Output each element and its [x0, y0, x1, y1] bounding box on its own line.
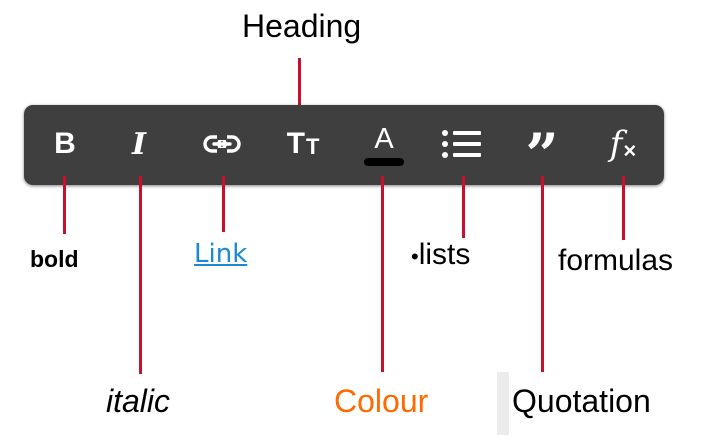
- colour-button[interactable]: A: [354, 119, 414, 169]
- lists-bullet: •: [411, 244, 419, 269]
- quotation-button[interactable]: ”: [512, 119, 572, 184]
- formatting-toolbar: B I T T A ”: [24, 105, 664, 185]
- link-callout-line: [222, 176, 225, 232]
- background-shade: [497, 372, 509, 435]
- quotation-callout-line: [541, 176, 544, 372]
- bold-label: bold: [30, 246, 79, 272]
- italic-icon: I: [131, 126, 147, 162]
- formulas-callout-line: [622, 176, 625, 240]
- heading-button[interactable]: T T: [273, 119, 333, 169]
- bulleted-list-icon: [442, 130, 481, 158]
- text-size-icon: T T: [287, 129, 320, 159]
- formulas-label: formulas: [558, 244, 674, 277]
- link-label[interactable]: Link: [194, 239, 248, 269]
- text-size-icon-large: T: [286, 127, 305, 160]
- lists-button[interactable]: [432, 119, 492, 169]
- formula-icon-x: ×: [623, 138, 637, 163]
- lists-label: •lists: [411, 238, 470, 272]
- heading-callout-line: [298, 58, 301, 110]
- lists-text: lists: [418, 238, 471, 271]
- bold-callout-line: [63, 176, 66, 234]
- heading-label: Heading: [242, 8, 362, 44]
- italic-button[interactable]: I: [109, 119, 169, 169]
- quote-icon: ”: [525, 121, 559, 189]
- colour-callout-line: [381, 176, 384, 372]
- formulas-button[interactable]: f ×: [593, 119, 653, 169]
- bold-icon: B: [54, 127, 76, 160]
- link-icon: [203, 135, 241, 153]
- italic-callout-line: [139, 176, 142, 374]
- font-color-icon-letter: A: [374, 122, 394, 155]
- bold-button[interactable]: B: [35, 119, 95, 169]
- font-color-underline: [364, 158, 404, 166]
- colour-label: Colour: [334, 383, 429, 419]
- formula-icon-f: f: [609, 124, 623, 164]
- link-button[interactable]: [192, 119, 252, 169]
- text-size-icon-small: T: [305, 134, 320, 159]
- italic-label: italic: [106, 383, 171, 419]
- lists-callout-line: [462, 176, 465, 238]
- quotation-label: Quotation: [512, 383, 651, 419]
- formula-icon: f ×: [609, 124, 637, 164]
